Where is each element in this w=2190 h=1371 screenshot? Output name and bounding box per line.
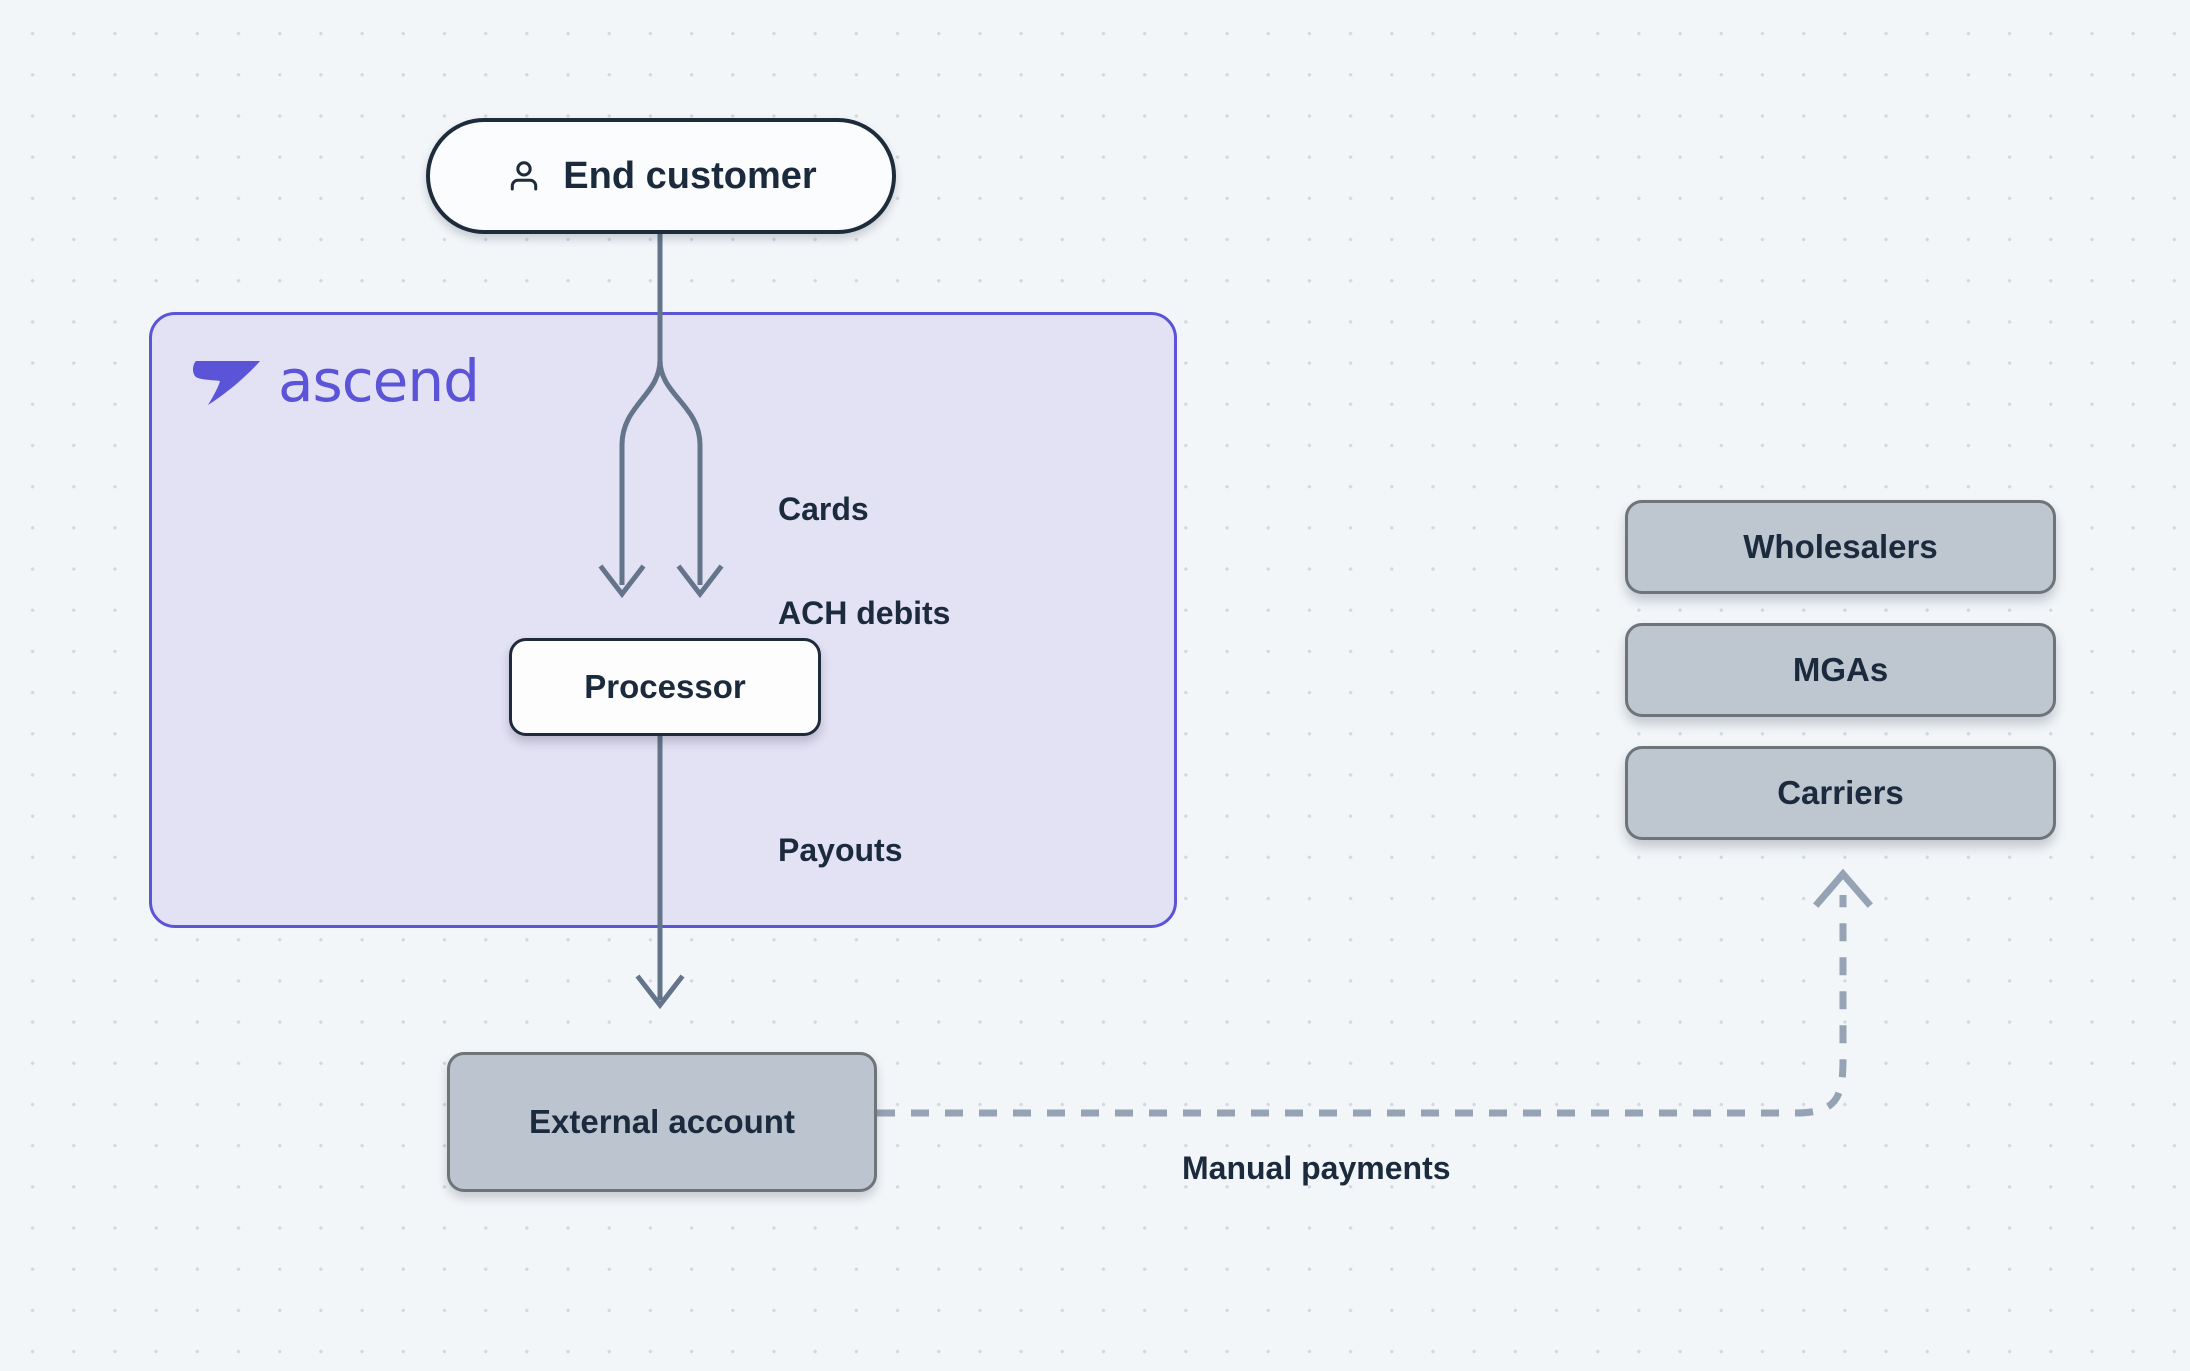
edge-label-cards: Cards (778, 491, 869, 528)
node-external-account[interactable]: External account (447, 1052, 877, 1192)
node-processor-label: Processor (584, 668, 746, 705)
node-wholesalers-label: Wholesalers (1743, 528, 1938, 565)
node-end-customer[interactable]: End customer (426, 118, 896, 234)
arrowhead-manual-payments (1813, 868, 1873, 908)
node-carriers-label: Carriers (1777, 774, 1904, 811)
ascend-swoosh-icon (193, 361, 260, 405)
edge-label-inbound: Cards ACH debits (778, 423, 950, 699)
arrowhead-payouts (635, 974, 685, 1010)
node-end-customer-label: End customer (563, 154, 817, 197)
node-mgas[interactable]: MGAs (1625, 623, 2056, 717)
node-wholesalers[interactable]: Wholesalers (1625, 500, 2056, 594)
edge-label-manual-payments: Manual payments (1182, 1150, 1451, 1186)
ascend-wordmark: ascend (278, 347, 480, 415)
edge-label-payouts: Payouts (778, 832, 903, 868)
node-carriers[interactable]: Carriers (1625, 746, 2056, 840)
person-icon (511, 161, 538, 191)
ascend-logo: ascend (190, 347, 480, 415)
edge-label-ach-debits: ACH debits (778, 594, 951, 631)
node-processor[interactable]: Processor (509, 638, 821, 736)
node-external-account-label: External account (529, 1103, 795, 1140)
node-mgas-label: MGAs (1792, 651, 1889, 688)
